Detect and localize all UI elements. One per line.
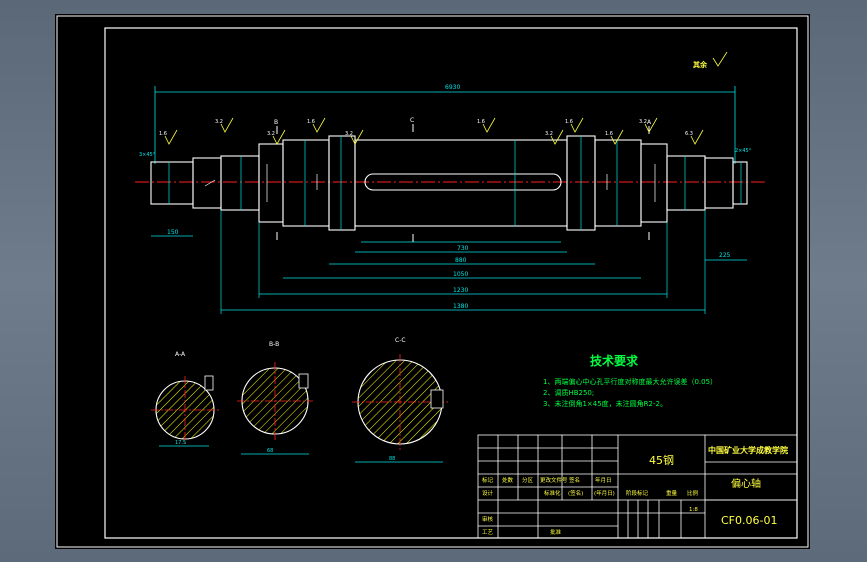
surface-finish-symbol xyxy=(712,51,728,67)
tb-weight: 重量 xyxy=(666,489,678,497)
overall-length-text: 6930 xyxy=(445,84,460,91)
section-view-aa: A-A 17.5 xyxy=(151,351,221,447)
section-dim-cc: 88 xyxy=(389,456,395,462)
roughness-value: 3.2 xyxy=(545,131,553,137)
overall-dimension xyxy=(154,86,736,164)
dim-730: 730 xyxy=(457,245,469,252)
tb-approve: 批准 xyxy=(550,528,562,536)
tb-ratio: 比例 xyxy=(687,489,699,497)
dim-left-end: 150 xyxy=(167,229,179,236)
roughness-symbol xyxy=(220,117,234,133)
tb-header-2: 处数 xyxy=(502,476,514,484)
tech-req-title: 技术要求 xyxy=(590,353,639,368)
roughness-value: 3.2 xyxy=(345,131,353,137)
tb-review: 审核 xyxy=(482,515,494,523)
roughness-value: 1.6 xyxy=(307,119,315,125)
tb-material: 45钢 xyxy=(649,454,674,467)
tb-design: 设计 xyxy=(482,489,494,497)
roughness-value: 1.6 xyxy=(477,119,485,125)
roughness-value: 3.2 xyxy=(215,119,223,125)
tb-process: 工艺 xyxy=(482,529,494,536)
tb-header-1: 标记 xyxy=(482,476,494,484)
section-dim-aa: 17.5 xyxy=(175,440,186,446)
roughness-symbol xyxy=(272,129,286,145)
section-view-cc: C-C 88 xyxy=(352,337,448,463)
diameter-dimensions xyxy=(168,136,742,230)
tb-school: 中国矿业大学成教学院 xyxy=(708,445,788,455)
left-chamfer: 3×45° xyxy=(139,152,156,158)
section-mark-a: A xyxy=(647,119,652,126)
roughness-value: 3.2 xyxy=(639,119,647,125)
tech-req-item-2: 2、调质HB250; xyxy=(543,388,594,397)
shaft-outline xyxy=(150,135,748,231)
section-mark-c: C xyxy=(410,117,414,124)
section-title-cc: C-C xyxy=(395,337,406,344)
roughness-symbol xyxy=(610,129,624,145)
tb-header-4: 更改文件号 xyxy=(540,476,568,484)
dim-1050: 1050 xyxy=(453,271,468,278)
tb-part-name: 偏心轴 xyxy=(731,477,761,490)
section-title-aa: A-A xyxy=(175,351,186,358)
roughness-symbol xyxy=(164,129,178,145)
roughness-symbol xyxy=(482,117,496,133)
shaft-inner-lines xyxy=(204,164,656,202)
section-title-bb: B-B xyxy=(269,341,279,348)
roughness-symbols: 1.6 3.2 3.2 1.6 3.2 1.6 3.2 1.6 1.6 3.2 6.3 xyxy=(159,117,704,145)
roughness-value: 1.6 xyxy=(605,131,613,137)
roughness-value: 3.2 xyxy=(267,131,275,137)
surface-finish-note: 其余 xyxy=(693,60,708,69)
inner-frame xyxy=(104,27,798,539)
section-dim-bb: 68 xyxy=(267,448,273,454)
section-view-bb: B-B 68 xyxy=(237,341,313,455)
tb-stage-mark: 阶段标记 xyxy=(626,489,649,497)
tb-sign: (签名) xyxy=(568,489,583,497)
roughness-value: 1.6 xyxy=(565,119,573,125)
tb-drawing-no: CF0.06-01 xyxy=(721,514,777,527)
roughness-value: 1.6 xyxy=(159,131,167,137)
tb-header-3: 分区 xyxy=(522,476,534,484)
dim-1380: 1380 xyxy=(453,303,468,310)
section-mark-b: B xyxy=(274,119,278,126)
roughness-value: 6.3 xyxy=(685,131,693,137)
tb-standardize: 标准化 xyxy=(544,489,561,497)
tb-header-5: 签名 xyxy=(569,476,580,484)
tb-scale: 1:8 xyxy=(689,507,698,513)
step-dimensions xyxy=(151,210,747,314)
section-cut-markers xyxy=(276,124,650,242)
dim-right-end: 225 xyxy=(719,252,731,259)
dim-880: 880 xyxy=(455,257,467,264)
tb-date: (年月日) xyxy=(594,489,615,497)
title-block xyxy=(477,434,798,539)
tech-req-item-1: 1、两端偏心中心孔平行度对称度最大允许误差（0.05） xyxy=(543,377,717,386)
tech-req-item-3: 3、未注倒角1×45度，未注圆角R2-2。 xyxy=(543,399,667,408)
roughness-symbol xyxy=(350,129,364,145)
roughness-symbol xyxy=(550,129,564,145)
roughness-symbol xyxy=(690,129,704,145)
dim-1230: 1230 xyxy=(453,287,468,294)
cad-viewport[interactable]: 6930 xyxy=(55,14,810,549)
tb-header-6: 年月日 xyxy=(595,476,612,484)
roughness-symbol xyxy=(570,117,584,133)
outer-frame xyxy=(56,15,809,548)
engineering-drawing: 6930 xyxy=(56,15,809,548)
roughness-symbol xyxy=(644,117,658,133)
right-chamfer: 2×45° xyxy=(735,148,752,154)
roughness-symbol xyxy=(312,117,326,133)
